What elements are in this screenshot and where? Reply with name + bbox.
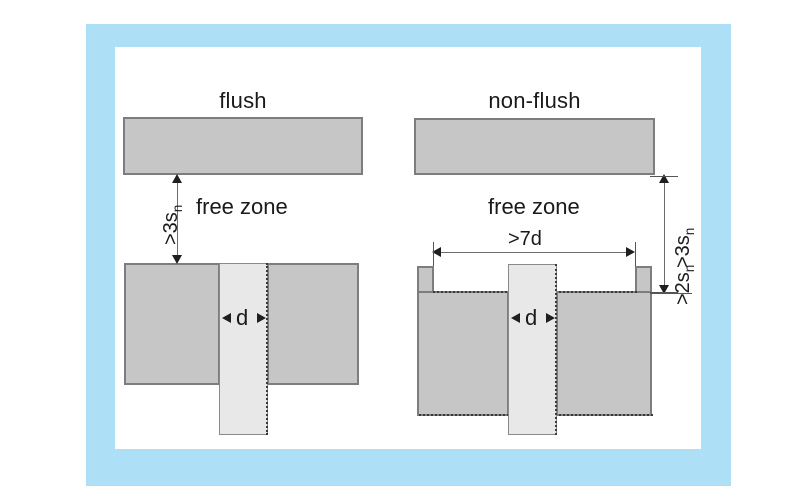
sensor-edge-dotted-flush <box>266 263 268 435</box>
clearance-label-non-flush-text: >3s <box>672 235 694 268</box>
clearance-label-flush: >3sn <box>160 205 185 245</box>
mounting-body-right-flush <box>267 263 359 385</box>
mounting-body-left-non-flush <box>417 291 509 416</box>
arrow-left-icon-diameter-non-flush <box>511 313 520 323</box>
recess-width-label: >7d <box>508 228 542 250</box>
extension-tick-right-recess-width <box>635 242 636 266</box>
extension-tick-mid-non-flush <box>650 292 678 293</box>
extension-tick-left-recess-width <box>433 242 434 266</box>
recess-depth-label-sub: n <box>682 264 697 273</box>
arrow-right-icon-recess-width <box>626 247 635 257</box>
arrow-left-icon-diameter-flush <box>222 313 231 323</box>
arrow-down-icon-non-flush-clearance <box>659 285 669 294</box>
sensor-edge-dotted-non-flush <box>555 264 557 435</box>
mounting-body-left-flush <box>124 263 220 385</box>
diameter-label-flush: d <box>236 305 249 330</box>
clearance-label-flush-text: >3s <box>160 212 182 245</box>
sensor-body-non-flush <box>508 264 557 435</box>
sensor-body-flush <box>219 263 268 435</box>
recess-depth-label: >2sn <box>672 265 697 305</box>
free-zone-label-right: free zone <box>488 194 580 219</box>
arrow-left-icon-recess-width <box>432 247 441 257</box>
arrow-down-icon-flush-clearance <box>172 255 182 264</box>
recess-depth-label-text: >2s <box>672 272 694 305</box>
recess-floor-dotted-right <box>555 291 637 293</box>
arrow-right-icon-diameter-flush <box>257 313 266 323</box>
arrow-up-icon-flush-clearance <box>172 174 182 183</box>
extension-tick-recess-floor <box>650 293 692 294</box>
arrow-right-icon-diameter-non-flush <box>546 313 555 323</box>
target-bar-flush <box>123 117 363 175</box>
extension-tick-top-non-flush <box>650 176 678 177</box>
clearance-label-non-flush: >3sn <box>672 228 697 268</box>
diameter-label-non-flush: d <box>525 305 538 330</box>
title-flush: flush <box>219 88 267 113</box>
clearance-dimension-line-flush <box>177 180 178 258</box>
recess-floor-dotted-left <box>433 291 511 293</box>
target-bar-non-flush <box>414 118 655 175</box>
arrow-up-icon-non-flush-clearance <box>659 174 669 183</box>
mounting-body-right-non-flush <box>556 291 652 416</box>
title-non-flush: non-flush <box>488 88 581 113</box>
clearance-label-flush-sub: n <box>170 204 185 213</box>
clearance-label-non-flush-sub: n <box>682 227 697 236</box>
clearance-dimension-line-non-flush <box>664 180 665 288</box>
recess-width-dimension-line <box>438 252 630 253</box>
free-zone-label-left: free zone <box>196 194 288 219</box>
